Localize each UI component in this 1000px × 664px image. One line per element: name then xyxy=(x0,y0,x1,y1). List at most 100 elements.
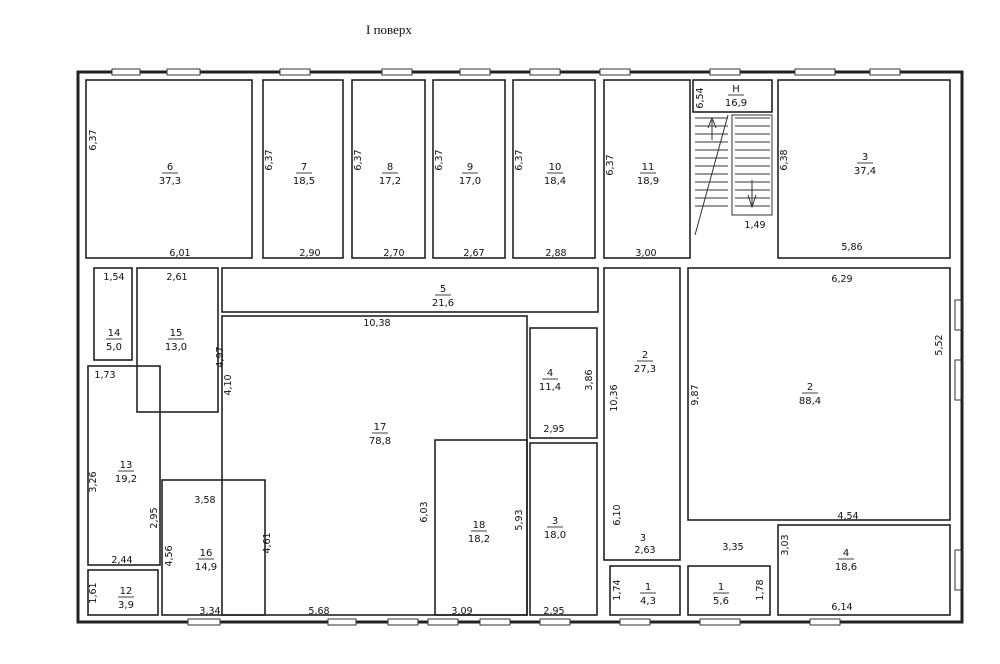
room-outline xyxy=(93,267,133,361)
window xyxy=(479,618,511,626)
room-number: 15 xyxy=(170,328,183,339)
dimension-label: 5,52 xyxy=(934,334,945,355)
room-number: 8 xyxy=(387,162,393,173)
room-label: 521,6 xyxy=(432,284,454,309)
dimension-label: 9,87 xyxy=(690,384,701,405)
room-outline xyxy=(161,479,266,616)
room-number: 7 xyxy=(301,162,307,173)
room-area: 37,3 xyxy=(159,176,181,187)
dimension-label: 6,10 xyxy=(612,504,623,525)
room-area: 4,3 xyxy=(640,596,656,607)
dimension-label: 3 xyxy=(640,533,646,544)
dimension-label: 2,70 xyxy=(383,248,404,259)
room-label: 15 13,0 xyxy=(165,328,187,353)
window xyxy=(459,68,491,76)
window xyxy=(427,618,459,626)
dimension-label: 6,54 xyxy=(695,87,706,108)
staircase xyxy=(694,114,773,236)
dimension-label: 1,54 xyxy=(103,272,124,283)
room-number: 16 xyxy=(200,548,213,559)
room-number: 12 xyxy=(120,586,133,597)
room-outline xyxy=(777,524,951,616)
window xyxy=(954,299,962,331)
room-label: 14,3 xyxy=(640,582,656,607)
window xyxy=(699,618,741,626)
room-number: 17 xyxy=(374,422,387,433)
arrow-up-icon xyxy=(707,116,717,140)
stair-cut-line xyxy=(694,114,729,236)
room-labels: 637,3718,5817,2917,01018,41118,9Н16,9337… xyxy=(106,84,876,611)
room-number: 3 xyxy=(862,152,868,163)
room-label: 145,0 xyxy=(106,328,122,353)
dimension-label: 2,88 xyxy=(545,248,566,259)
room-outline xyxy=(87,569,159,616)
room-area: 88,4 xyxy=(799,396,821,407)
dimension-label: 1,78 xyxy=(755,579,766,600)
dimension-label: 6,37 xyxy=(514,149,525,170)
dimension-label: 3,34 xyxy=(199,606,220,617)
room-label: Н 16,9 xyxy=(725,84,747,109)
dimension-label: 3,09 xyxy=(451,606,472,617)
room-outline xyxy=(777,79,951,259)
window xyxy=(166,68,201,76)
room-number: 5 xyxy=(440,284,446,295)
room-area: 37,4 xyxy=(854,166,876,177)
room-outline xyxy=(687,565,771,616)
room-number: 1 xyxy=(718,582,724,593)
room-label: 227,3 xyxy=(634,350,656,375)
dimension-label: 3,58 xyxy=(194,495,215,506)
room-number: 10 xyxy=(549,162,562,173)
room-number: 18 xyxy=(473,520,486,531)
room-number: Н xyxy=(732,84,740,95)
dimension-label: 4,61 xyxy=(262,532,273,553)
dimension-label: 3,26 xyxy=(88,471,99,492)
dimension-labels: 6,376,016,372,906,372,706,372,676,372,88… xyxy=(88,87,945,617)
walls xyxy=(76,70,964,624)
stair-flight xyxy=(731,114,773,216)
room-number: 13 xyxy=(120,460,133,471)
room-outline xyxy=(434,439,528,616)
dimension-label: 10,36 xyxy=(609,384,620,411)
window xyxy=(327,618,357,626)
room-number: 3 xyxy=(552,516,558,527)
room-number: 4 xyxy=(547,368,553,379)
dimension-label: 2,90 xyxy=(299,248,320,259)
room-area: 13,0 xyxy=(165,342,187,353)
room-area: 14,9 xyxy=(195,562,217,573)
window xyxy=(529,68,561,76)
dimension-label: 2,44 xyxy=(111,555,132,566)
windows xyxy=(111,68,962,626)
dimension-label: 3,86 xyxy=(584,369,595,390)
room-area: 18,5 xyxy=(293,176,315,187)
dimension-label: 5,86 xyxy=(841,242,862,253)
dimension-label: 6,37 xyxy=(605,154,616,175)
dimension-label: 2,61 xyxy=(166,272,187,283)
dimension-label: 2,67 xyxy=(463,248,484,259)
room-outline xyxy=(221,315,528,616)
room-area: 17,0 xyxy=(459,176,481,187)
dimension-label: 1,61 xyxy=(88,582,99,603)
room-label: 817,2 xyxy=(379,162,401,187)
room-outline xyxy=(87,365,161,566)
room-area: 18,9 xyxy=(637,176,659,187)
room-outline xyxy=(85,79,253,259)
dimension-label: 6,38 xyxy=(779,149,790,170)
window xyxy=(279,68,311,76)
dimension-label: 4,97 xyxy=(215,346,226,367)
window xyxy=(387,618,419,626)
room-outline xyxy=(529,327,598,439)
dimension-label: 5,68 xyxy=(308,606,329,617)
dimension-label: 2,95 xyxy=(543,606,564,617)
window xyxy=(954,549,962,591)
outer-wall xyxy=(76,70,964,624)
dimension-label: 4,10 xyxy=(223,374,234,395)
dimension-label: 4,56 xyxy=(164,545,175,566)
room-outline xyxy=(351,79,426,259)
dimension-label: 6,37 xyxy=(88,129,99,150)
window xyxy=(599,68,631,76)
room-area: 16,9 xyxy=(725,98,747,109)
dimension-label: 2,95 xyxy=(149,507,160,528)
